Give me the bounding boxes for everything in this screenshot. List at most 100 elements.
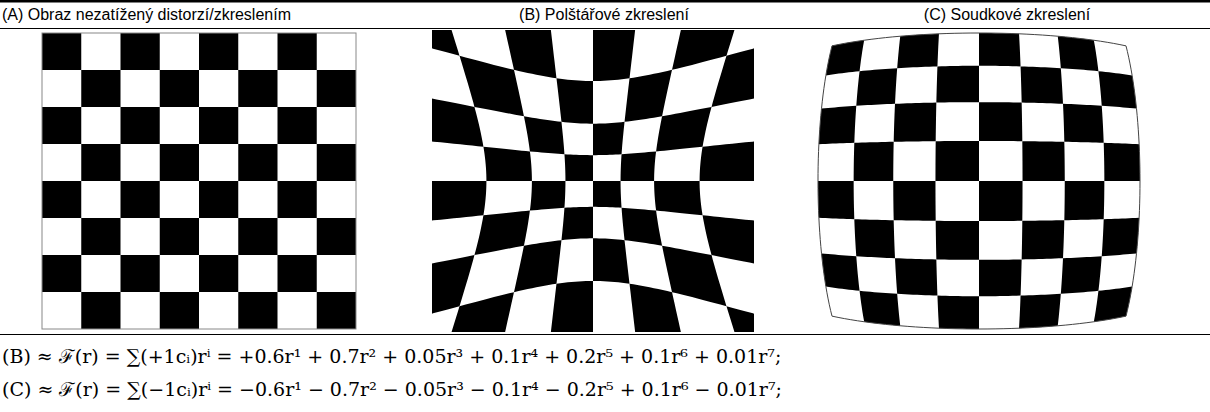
header-cell: (C) Soudkové zkreslení — [806, 6, 1208, 28]
black-square — [593, 122, 625, 155]
black-square — [621, 151, 657, 181]
black-square — [712, 36, 754, 107]
board-outline — [42, 33, 356, 329]
black-square — [81, 70, 120, 107]
black-square — [1022, 141, 1064, 181]
black-square — [81, 292, 120, 329]
black-square — [726, 306, 754, 332]
black-square — [121, 181, 160, 218]
black-square — [199, 181, 238, 218]
black-square — [979, 33, 1021, 66]
black-square — [654, 181, 702, 215]
black-square — [42, 33, 81, 70]
column-header: (B) Polštářové zkreslení — [519, 6, 689, 23]
header-cell: (B) Polštářové zkreslení — [404, 6, 804, 28]
black-square — [564, 154, 593, 181]
black-square — [703, 215, 754, 268]
table-rule — [0, 334, 1210, 335]
black-square — [1021, 66, 1063, 103]
formula-row: (B) ≈ ℱ(r) = ∑(+1cᵢ)rⁱ = +0.6r¹ + 0.7r² … — [2, 343, 781, 369]
black-square — [1058, 36, 1099, 71]
black-square — [238, 144, 277, 181]
board-outline — [818, 33, 1140, 329]
black-square — [81, 144, 120, 181]
black-square — [199, 107, 238, 144]
black-square — [317, 292, 356, 329]
black-square — [860, 291, 901, 326]
black-square — [317, 144, 356, 181]
black-square — [622, 208, 663, 246]
black-square — [593, 181, 622, 208]
black-square — [893, 181, 935, 221]
formula-row: (C) ≈ ℱ(r) = ∑(−1cᵢ)rⁱ = −0.6r¹ − 0.7r² … — [2, 376, 782, 402]
black-square — [439, 292, 514, 332]
black-square — [1063, 104, 1104, 143]
black-square — [593, 30, 637, 81]
black-square — [121, 255, 160, 292]
black-square — [1098, 71, 1136, 108]
black-square — [42, 107, 81, 144]
black-square — [936, 66, 979, 103]
black-square — [1022, 220, 1065, 259]
black-square — [979, 102, 1022, 141]
black-square — [121, 33, 160, 70]
black-square — [160, 218, 199, 255]
formula-text: (C) ≈ ℱ(r) = ∑(−1cᵢ)rⁱ = −0.6r¹ − 0.7r² … — [2, 378, 782, 400]
black-square — [483, 147, 531, 181]
column-header: (A) Obraz nezatížený distorzí/zkreslením — [2, 6, 291, 23]
black-square — [317, 218, 356, 255]
black-square — [278, 107, 317, 144]
black-square — [937, 296, 979, 329]
black-square — [895, 258, 937, 295]
black-square — [822, 253, 860, 290]
black-square — [81, 218, 120, 255]
top-rule — [0, 0, 1210, 3]
black-square — [819, 106, 856, 144]
black-square — [432, 30, 460, 56]
black-square — [199, 33, 238, 70]
checkerboard-pincushion — [432, 30, 754, 332]
black-square — [979, 259, 1022, 296]
black-square — [856, 68, 897, 106]
black-square — [514, 240, 561, 292]
checkerboard-undistorted — [42, 33, 356, 329]
black-square — [121, 107, 160, 144]
black-square — [42, 255, 81, 292]
black-square — [1019, 294, 1061, 328]
black-square — [854, 142, 894, 181]
black-square — [818, 181, 854, 219]
header-cell: (A) Obraz nezatížený distorzí/zkreslením — [2, 6, 402, 28]
black-square — [556, 78, 593, 123]
black-square — [700, 140, 754, 181]
black-square — [238, 70, 277, 107]
black-square — [160, 70, 199, 107]
black-square — [432, 181, 486, 222]
black-square — [42, 181, 81, 218]
checkerboard-barrel — [818, 33, 1140, 329]
black-square — [238, 218, 277, 255]
black-square — [1102, 218, 1139, 256]
black-square — [1104, 143, 1140, 181]
black-square — [550, 281, 594, 332]
black-square — [854, 219, 895, 258]
black-square — [593, 238, 630, 283]
black-square — [1064, 181, 1104, 220]
black-square — [936, 221, 979, 260]
header-rule — [0, 28, 1210, 29]
black-square — [1061, 256, 1102, 294]
black-square — [278, 181, 317, 218]
black-square — [474, 211, 529, 256]
black-square — [625, 70, 672, 122]
black-square — [894, 103, 937, 142]
black-square — [524, 116, 565, 154]
black-square — [317, 70, 356, 107]
black-square — [500, 30, 556, 78]
black-square — [238, 292, 277, 329]
black-square — [897, 34, 939, 68]
black-square — [561, 207, 593, 240]
black-square — [160, 144, 199, 181]
black-square — [935, 141, 979, 181]
black-square — [979, 181, 1023, 221]
black-square — [278, 255, 317, 292]
black-square — [160, 292, 199, 329]
